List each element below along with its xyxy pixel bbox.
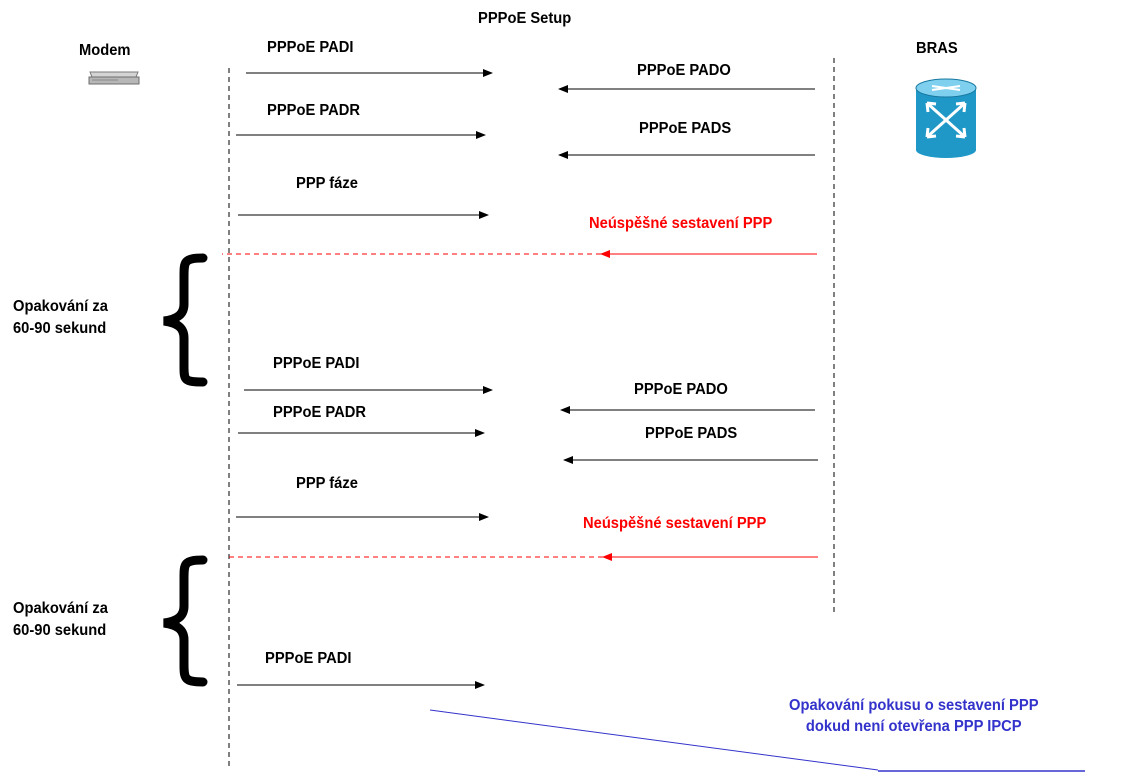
padr-label-1: PPPoE PADR <box>267 102 360 119</box>
fail-label-2: Neúspěšné sestavení PPP <box>583 515 767 532</box>
pado-label-1: PPPoE PADO <box>637 62 731 79</box>
ppp-label-1: PPP fáze <box>296 175 358 192</box>
pads-label-1: PPPoE PADS <box>639 120 732 137</box>
note-line-2: dokud není otevřena PPP IPCP <box>805 718 1022 735</box>
ppp-label-2: PPP fáze <box>296 475 358 492</box>
pado-label-2: PPPoE PADO <box>634 381 728 398</box>
note-leader-line <box>429 709 879 771</box>
retry-line-1b: 60-90 sekund <box>13 320 107 337</box>
retry-line-2a: Opakování za <box>13 600 108 617</box>
note-label: Opakování pokusu o sestavení PPP dokud n… <box>789 695 1039 737</box>
note-line-1: Opakování pokusu o sestavení PPP <box>789 697 1039 714</box>
modem-label: Modem <box>79 42 131 59</box>
padr-label-2: PPPoE PADR <box>273 404 366 421</box>
retry-brace-1 <box>163 253 208 387</box>
padi-label-2: PPPoE PADI <box>273 355 360 372</box>
diagram-title: PPPoE Setup <box>478 10 572 27</box>
retry-line-1a: Opakování za <box>13 298 108 315</box>
padi-label-3: PPPoE PADI <box>265 650 352 667</box>
retry-brace-2 <box>163 555 208 687</box>
pads-label-2: PPPoE PADS <box>645 425 738 442</box>
padi-label-1: PPPoE PADI <box>267 39 354 56</box>
retry-label-2: Opakování za 60-90 sekund <box>13 598 108 642</box>
modem-icon <box>88 71 140 85</box>
bras-label: BRAS <box>916 40 958 57</box>
retry-line-2b: 60-90 sekund <box>13 622 107 639</box>
retry-label-1: Opakování za 60-90 sekund <box>13 296 108 340</box>
fail-label-1: Neúspěšné sestavení PPP <box>589 215 773 232</box>
router-icon <box>915 78 977 158</box>
